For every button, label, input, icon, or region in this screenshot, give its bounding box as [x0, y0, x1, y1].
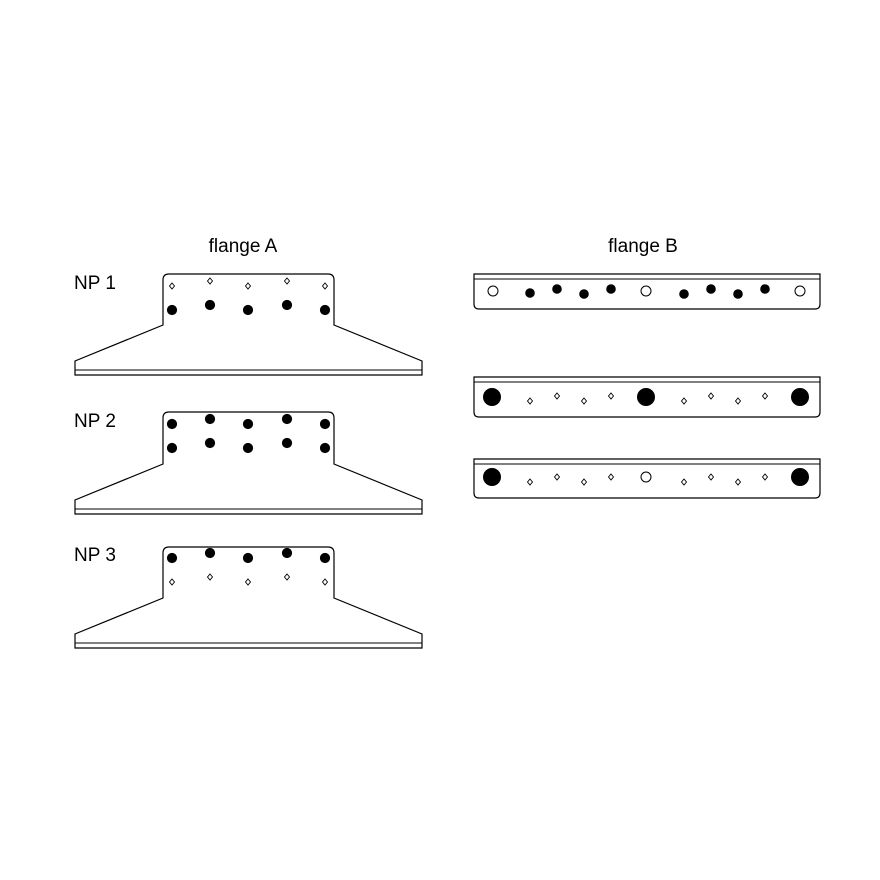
- filled-bolt-hole: [281, 299, 293, 311]
- diamond-marker: [321, 282, 329, 290]
- filled-bolt-hole: [733, 289, 743, 299]
- diamond-marker: [707, 392, 715, 400]
- filled-bolt-hole: [281, 437, 293, 449]
- filled-bolt-hole: [706, 284, 716, 294]
- filled-bolt-hole: [166, 418, 178, 430]
- diamond-marker: [168, 578, 176, 586]
- row-label-np3: NP 3: [74, 545, 116, 566]
- filled-bolt-hole: [204, 547, 216, 559]
- filled-bolt-hole: [166, 304, 178, 316]
- filled-bolt-hole: [579, 289, 589, 299]
- filled-bolt-hole: [791, 468, 809, 486]
- filled-bolt-hole: [525, 288, 535, 298]
- diamond-marker: [244, 578, 252, 586]
- open-bolt-hole: [640, 471, 652, 483]
- filled-bolt-hole: [242, 442, 254, 454]
- filled-bolt-hole: [483, 388, 501, 406]
- diamond-marker: [553, 473, 561, 481]
- filled-bolt-hole: [281, 413, 293, 425]
- diamond-marker: [283, 277, 291, 285]
- diamond-marker: [283, 573, 291, 581]
- flange-a-np2: [74, 411, 423, 515]
- diamond-marker: [761, 473, 769, 481]
- filled-bolt-hole: [319, 552, 331, 564]
- filled-bolt-hole: [679, 289, 689, 299]
- diamond-marker: [680, 478, 688, 486]
- filled-bolt-hole: [319, 442, 331, 454]
- row-label-np2: NP 2: [74, 411, 116, 432]
- diamond-marker: [607, 473, 615, 481]
- flange-a-np3: [74, 546, 423, 649]
- flange-a-np2-outline: [74, 411, 423, 515]
- open-bolt-hole: [794, 285, 806, 297]
- filled-bolt-hole: [760, 284, 770, 294]
- diamond-marker: [734, 478, 742, 486]
- flange-b-np2: [473, 376, 821, 418]
- filled-bolt-hole: [791, 388, 809, 406]
- diamond-marker: [206, 277, 214, 285]
- diamond-marker: [206, 573, 214, 581]
- diamond-marker: [168, 282, 176, 290]
- filled-bolt-hole: [281, 547, 293, 559]
- row-label-np1: NP 1: [74, 273, 116, 294]
- diamond-marker: [321, 578, 329, 586]
- filled-bolt-hole: [552, 284, 562, 294]
- filled-bolt-hole: [637, 388, 655, 406]
- filled-bolt-hole: [204, 413, 216, 425]
- filled-bolt-hole: [319, 418, 331, 430]
- diamond-marker: [580, 397, 588, 405]
- diamond-marker: [526, 397, 534, 405]
- filled-bolt-hole: [242, 418, 254, 430]
- flange-a-np3-outline: [74, 546, 423, 649]
- diamond-marker: [707, 473, 715, 481]
- open-bolt-hole: [487, 285, 499, 297]
- filled-bolt-hole: [483, 468, 501, 486]
- flange-a-np1: [74, 273, 423, 376]
- diamond-marker: [526, 478, 534, 486]
- diamond-marker: [580, 478, 588, 486]
- filled-bolt-hole: [166, 442, 178, 454]
- flange-a-np1-outline: [74, 273, 423, 376]
- open-bolt-hole: [640, 285, 652, 297]
- flange-b-np1: [473, 273, 821, 310]
- diamond-marker: [607, 392, 615, 400]
- diamond-marker: [680, 397, 688, 405]
- diamond-marker: [244, 282, 252, 290]
- filled-bolt-hole: [242, 304, 254, 316]
- filled-bolt-hole: [204, 437, 216, 449]
- flange-b-np3: [473, 458, 821, 499]
- filled-bolt-hole: [319, 304, 331, 316]
- flange-a-header: flange A: [209, 236, 278, 257]
- filled-bolt-hole: [242, 552, 254, 564]
- filled-bolt-hole: [606, 284, 616, 294]
- diamond-marker: [734, 397, 742, 405]
- diamond-marker: [553, 392, 561, 400]
- diamond-marker: [761, 392, 769, 400]
- flange-b-header: flange B: [608, 236, 678, 257]
- filled-bolt-hole: [166, 552, 178, 564]
- filled-bolt-hole: [204, 299, 216, 311]
